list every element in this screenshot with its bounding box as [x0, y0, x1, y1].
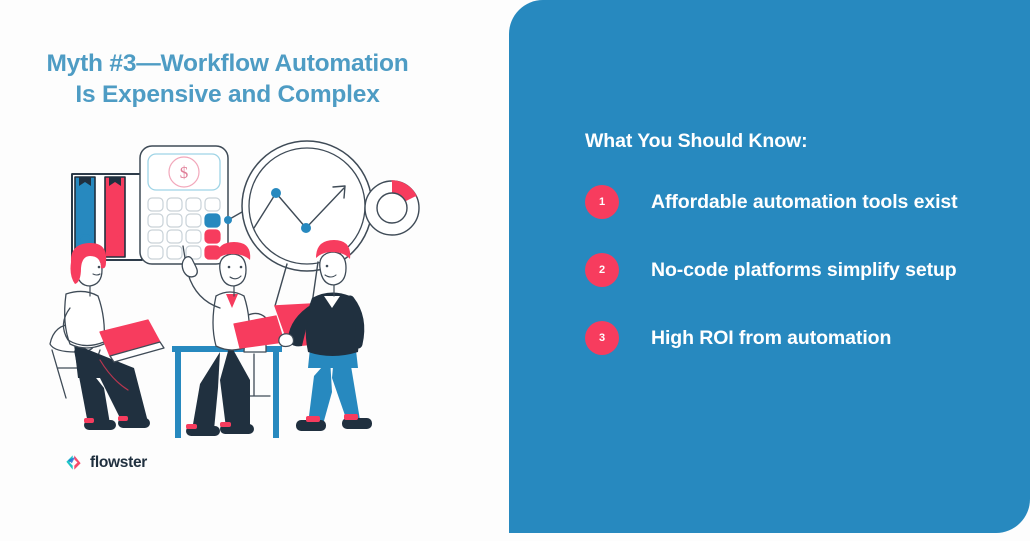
page-title-line-2: Is Expensive and Complex — [75, 81, 380, 108]
list-item: 3 High ROI from automation — [585, 321, 1015, 355]
fact-number-badge: 3 — [585, 321, 619, 355]
seated-man-with-laptop-figure — [181, 242, 285, 436]
seated-woman-with-laptop-figure — [49, 242, 165, 430]
list-item: 2 No-code platforms simplify setup — [585, 253, 1015, 287]
binders-icon — [71, 173, 143, 261]
fact-label: Affordable automation tools exist — [651, 190, 958, 213]
facts-list: 1 Affordable automation tools exist 2 No… — [585, 185, 1015, 355]
page-title-line-1: Myth #3—Workflow Automation — [46, 50, 409, 77]
donut-chart-icon — [364, 180, 420, 236]
calculator-icon: $ — [139, 145, 229, 265]
svg-text:$: $ — [180, 163, 189, 182]
fact-label: High ROI from automation — [651, 326, 892, 349]
left-content-pane: Myth #3—Workflow Automation Is Expensive… — [0, 0, 509, 541]
fact-number-badge: 1 — [585, 185, 619, 219]
panel-heading: What You Should Know: — [585, 130, 808, 152]
workflow-automation-illustration: $ — [44, 128, 444, 448]
flowster-logo-mark — [64, 453, 83, 472]
page-title: Myth #3—Workflow Automation Is Expensive… — [0, 48, 455, 110]
fact-label: No-code platforms simplify setup — [651, 258, 957, 281]
standing-man-with-magnifier-figure — [278, 240, 372, 431]
fact-number-badge: 2 — [585, 253, 619, 287]
brand-logo: flowster — [64, 453, 147, 472]
facts-panel: What You Should Know: 1 Affordable autom… — [509, 0, 1030, 533]
flowster-logo-text: flowster — [90, 453, 148, 471]
list-item: 1 Affordable automation tools exist — [585, 185, 1015, 219]
